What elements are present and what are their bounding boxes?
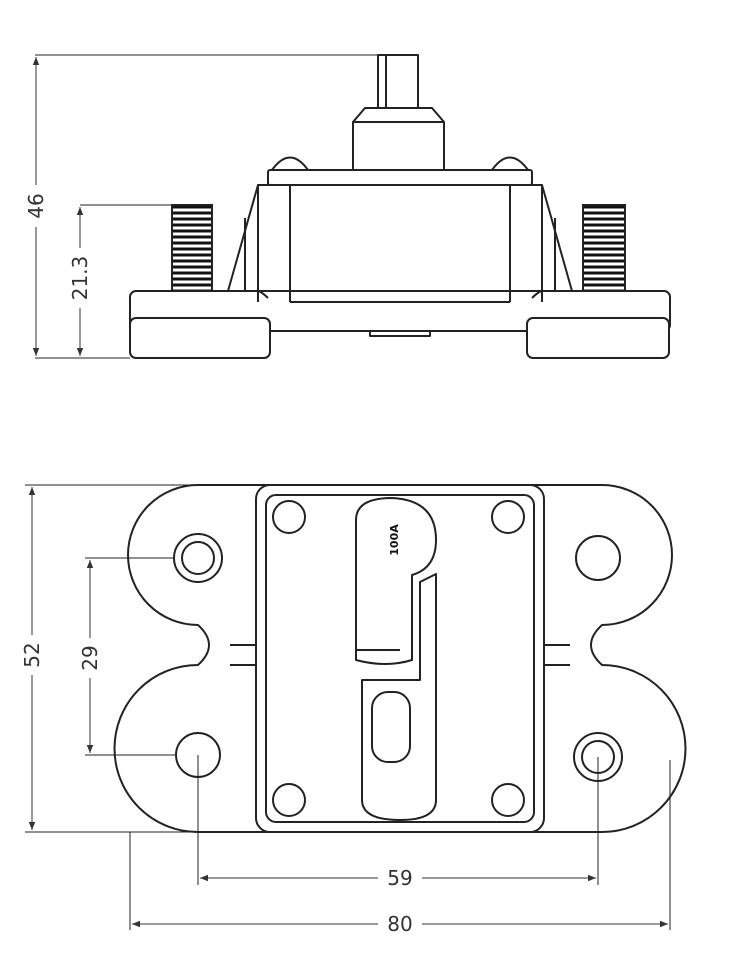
dimension-label: 29	[78, 645, 102, 670]
dimension-overall-width: 80	[129, 760, 671, 936]
dimension-label: 59	[387, 866, 412, 890]
dimension-base-to-stud: 21.3	[68, 207, 92, 356]
dimension-overall-depth: 52	[20, 484, 198, 833]
dimension-hole-spacing-horizontal: 59	[200, 866, 596, 890]
dimension-label: 52	[20, 642, 44, 667]
side-view	[35, 54, 671, 359]
dimension-label: 46	[24, 193, 48, 218]
dimension-overall-height: 46	[24, 57, 48, 356]
rating-label: 100A	[388, 524, 401, 556]
dimension-label: 21.3	[68, 256, 92, 301]
dimension-hole-spacing-vertical: 29	[78, 557, 176, 756]
top-view: 100A	[113, 484, 687, 885]
dimension-label: 80	[387, 912, 412, 936]
